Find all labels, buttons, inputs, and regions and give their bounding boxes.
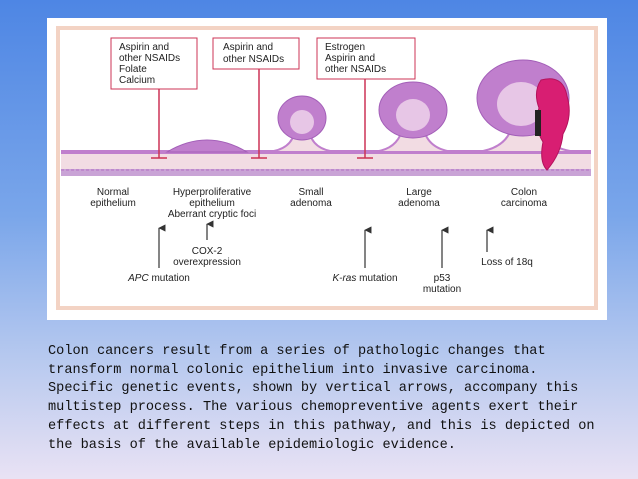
stage-2-line-2: epithelium [189,198,235,209]
agent-2-line-1: Aspirin and [223,42,273,53]
agent-1-line-2: other NSAIDs [119,53,180,64]
stage-4-line-2: adenoma [398,198,440,209]
agent-3-line-3: other NSAIDs [325,64,386,75]
stage-1-line-1: Normal [97,187,129,198]
pathway-diagram: Aspirin and other NSAIDs Folate Calcium … [56,26,598,310]
stage-5-line-1: Colon [511,187,537,198]
agent-3-line-1: Estrogen [325,42,365,53]
agent-box-3 [316,37,416,80]
agent-1-line-1: Aspirin and [119,42,169,53]
small-adenoma-polyp [266,95,338,153]
caption-text: Colon cancers result from a series of pa… [48,343,628,455]
agent-1-line-4: Calcium [119,75,155,86]
event-cox2-line-2: overexpression [173,257,241,268]
event-apc-label: APC mutation [127,273,190,284]
stage-2-line-3: Aberrant cryptic foci [168,209,256,220]
large-adenoma-polyp [371,81,456,153]
stage-3-line-1: Small [298,187,323,198]
agent-2-line-2: other NSAIDs [223,54,284,65]
caption-line: transform normal colonic epithelium into… [48,362,538,378]
epithelium-band [61,150,591,176]
stage-2-line-1: Hyperproliferative [173,187,252,198]
genetic-event-arrows [158,220,494,268]
agent-3-line-2: Aspirin and [325,53,375,64]
event-kras-label: K-ras mutation [332,273,397,284]
event-cox2-line-1: COX-2 [192,246,223,257]
carcinoma-mass [476,59,578,171]
caption-line: Specific genetic events, shown by vertic… [48,381,579,397]
caption-line: effects at different steps in this pathw… [48,418,595,434]
event-p53-line-2: mutation [423,284,461,295]
agent-1-line-3: Folate [119,64,147,75]
stage-3-line-2: adenoma [290,198,332,209]
event-18q-label: Loss of 18q [481,257,533,268]
hyperproliferative-bump [165,139,249,153]
caption-line: the basis of the available epidemiologic… [48,437,456,453]
stage-4-line-1: Large [406,187,432,198]
figure-panel: Aspirin and other NSAIDs Folate Calcium … [47,18,607,320]
agent-box-2 [212,37,300,70]
caption-line: multistep process. The various chemoprev… [48,400,579,416]
agent-box-1 [110,37,198,90]
caption-line: Colon cancers result from a series of pa… [48,344,546,359]
stage-1-line-2: epithelium [90,198,136,209]
event-p53-line-1: p53 [434,273,451,284]
stage-5-line-2: carcinoma [501,198,548,209]
inhibitor-markers [151,68,373,159]
